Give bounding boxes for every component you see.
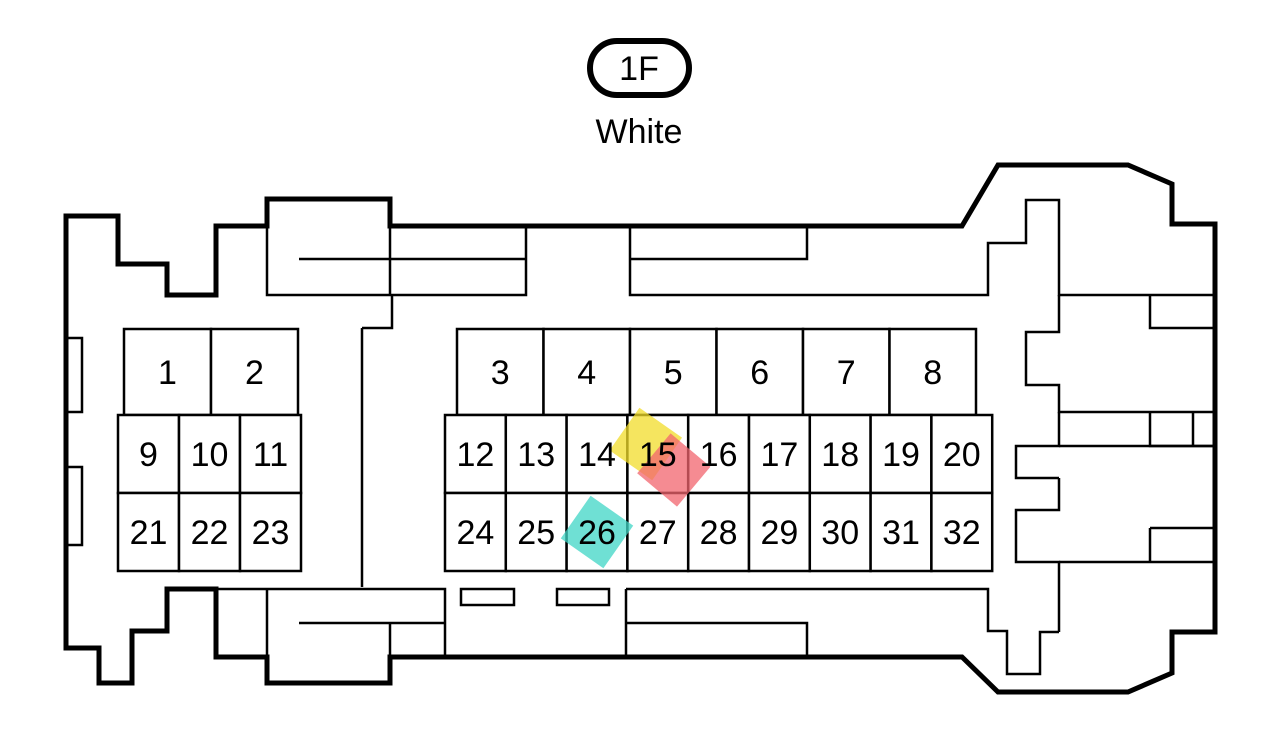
- pin-label-23: 23: [252, 514, 290, 552]
- pin-cavities: [116, 327, 994, 573]
- pin-label-31: 31: [882, 514, 920, 552]
- connector-code: 1F: [619, 50, 659, 88]
- right-side-structure: [1014, 226, 1215, 632]
- pin-label-24: 24: [456, 514, 494, 552]
- pin-label-7: 7: [837, 354, 856, 392]
- pin-label-8: 8: [923, 354, 942, 392]
- pin-label-9: 9: [139, 436, 158, 474]
- pin-label-6: 6: [750, 354, 769, 392]
- pin-label-10: 10: [191, 436, 229, 474]
- housing-outline: [63, 162, 1218, 695]
- pin-cavity-32: [930, 491, 994, 573]
- pin-cavity-11: [238, 413, 303, 495]
- pin-label-32: 32: [943, 514, 981, 552]
- pin-label-4: 4: [577, 354, 596, 392]
- pin-cavity-31: [869, 491, 933, 573]
- pin-cavity-23: [238, 491, 303, 573]
- pin-highlights: [560, 407, 711, 569]
- pin-cavity-8: [888, 327, 978, 417]
- pin-cavity-6: [715, 327, 805, 417]
- pin-cavity-29: [747, 491, 812, 573]
- pin-label-13: 13: [517, 436, 555, 474]
- pin-label-19: 19: [882, 436, 920, 474]
- pin-highlight-26: [560, 495, 634, 569]
- pin-label-30: 30: [821, 514, 859, 552]
- pin-label-21: 21: [130, 514, 168, 552]
- pin-cavity-2: [209, 327, 300, 417]
- pin-label-3: 3: [491, 354, 510, 392]
- connector-color-label: White: [596, 113, 683, 151]
- pin-cavity-12: [443, 413, 508, 495]
- pin-label-15: 15: [639, 436, 677, 474]
- pin-label-27: 27: [639, 514, 677, 552]
- pin-cavity-21: [116, 491, 181, 573]
- pin-label-26: 26: [578, 514, 616, 552]
- pin-label-5: 5: [664, 354, 683, 392]
- pin-label-22: 22: [191, 514, 229, 552]
- pin-label-18: 18: [821, 436, 859, 474]
- bottom-inner-structure: [216, 587, 1059, 676]
- pin-label-29: 29: [760, 514, 798, 552]
- pin-label-14: 14: [578, 436, 616, 474]
- pin-label-20: 20: [943, 436, 981, 474]
- pin-cavity-10: [177, 413, 242, 495]
- pin-label-28: 28: [700, 514, 738, 552]
- left-latch-details: [66, 336, 84, 547]
- top-inner-structure: [265, 198, 1061, 587]
- pin-label-11: 11: [253, 436, 288, 474]
- connector-badge: 1F: [587, 38, 692, 98]
- pin-cavity-7: [801, 327, 891, 417]
- pin-label-1: 1: [158, 354, 177, 392]
- pin-highlight-15: [637, 433, 711, 507]
- pin-label-25: 25: [517, 514, 555, 552]
- pin-label-2: 2: [245, 354, 264, 392]
- pin-label-16: 16: [700, 436, 738, 474]
- pin-label-17: 17: [760, 436, 798, 474]
- pin-cavity-25: [504, 491, 568, 573]
- pin-label-12: 12: [456, 436, 494, 474]
